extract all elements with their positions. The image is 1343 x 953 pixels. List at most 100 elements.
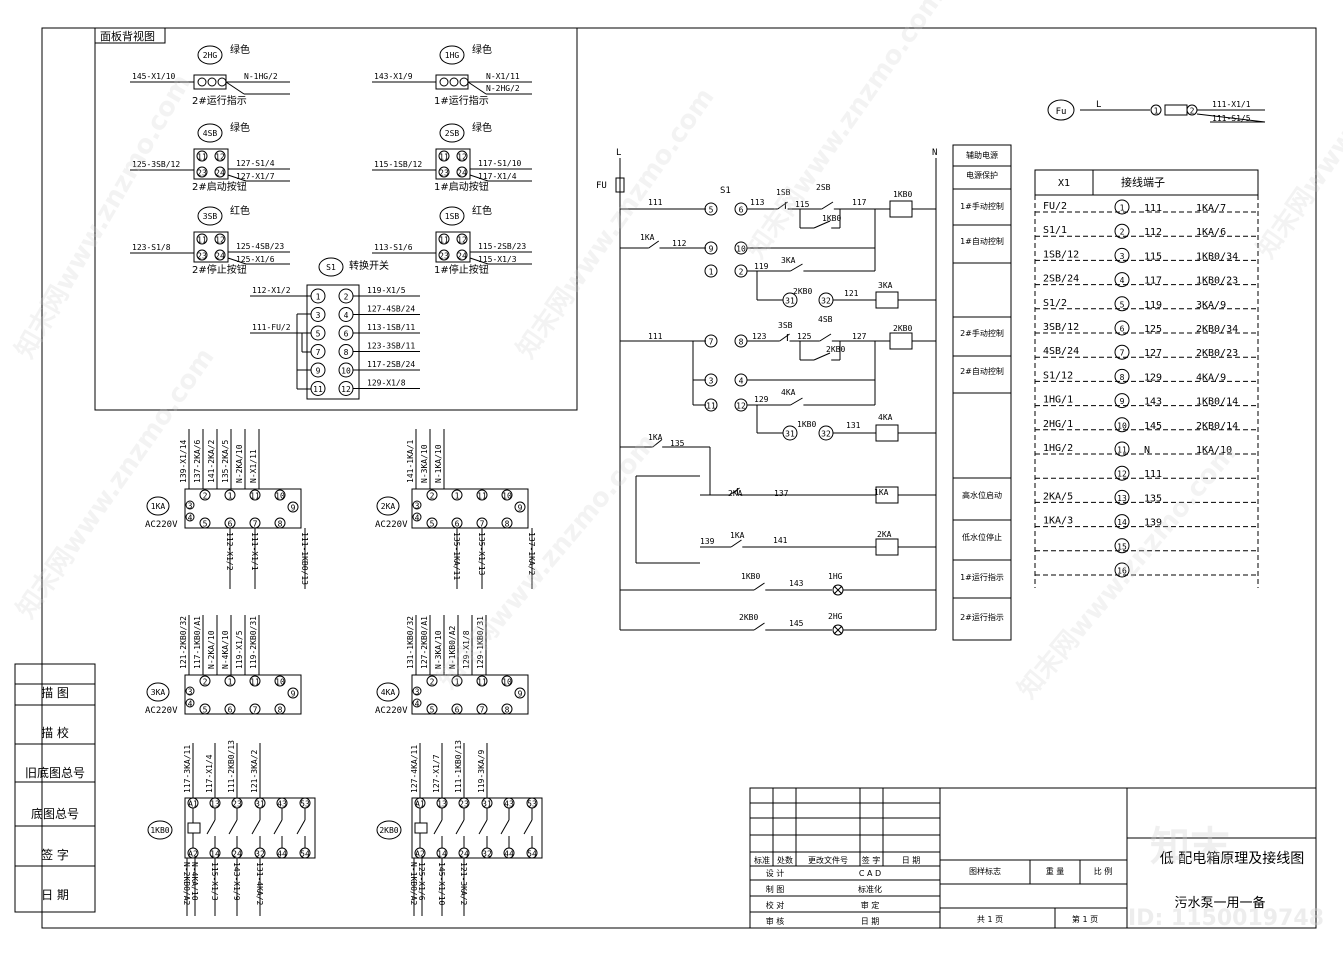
- wire-label: 119-2KB0/31: [249, 616, 258, 669]
- lamp-terminal: [217, 77, 227, 87]
- wire-label: 123-S1/8: [132, 243, 171, 252]
- terminal-number: 8: [278, 706, 283, 715]
- wire-label: N-1KB0/A2: [409, 862, 418, 906]
- terminal-circle: [412, 698, 422, 708]
- terminal-number: 4: [415, 700, 420, 709]
- wire-label: 127-X1/7: [432, 754, 441, 793]
- terminal-circle: [704, 398, 718, 412]
- terminal-number: A1: [188, 800, 198, 809]
- terminal-number: 8: [278, 520, 283, 529]
- wire-label: 135-2KA/5: [221, 439, 230, 483]
- terminal-circle: [185, 686, 195, 696]
- terminal-left: 4SB/24: [1043, 346, 1079, 357]
- wire-label: 111-FU/2: [252, 323, 291, 332]
- panel-title: 面板背视图: [100, 29, 155, 43]
- wire-label: 137-1KA/2: [527, 532, 536, 576]
- wire-label: 135-1KA/11: [452, 532, 461, 580]
- contact-blade: [296, 819, 306, 835]
- device-label: 4KA: [781, 388, 796, 397]
- terminal-number: 8: [344, 348, 349, 357]
- button-caption: 2#启动按钮: [192, 180, 247, 193]
- terminal-number: 6: [344, 330, 349, 339]
- terminal-number: 31: [482, 800, 492, 809]
- device-label: 2HG: [828, 612, 843, 621]
- relay-symbol: [376, 496, 400, 516]
- device-label: 4KA: [878, 413, 893, 422]
- terminal-number: 5: [430, 520, 435, 529]
- strip-label: 描 校: [41, 725, 69, 740]
- terminal-circle: [287, 501, 299, 513]
- wire-line: [833, 585, 843, 595]
- terminal-number: 5: [203, 520, 208, 529]
- terminal-circle: [426, 675, 438, 687]
- wire-label: 119-X1/5: [367, 286, 406, 295]
- terminal-number: 13: [1117, 494, 1127, 503]
- relay-voltage: AC220V: [375, 706, 408, 716]
- contact-blade: [206, 819, 216, 835]
- wire-number: 111: [648, 332, 663, 341]
- terminal-circle: [456, 249, 468, 261]
- terminal-number: 23: [459, 800, 469, 809]
- terminal-circle: [438, 150, 450, 162]
- wire-number: 125: [797, 332, 812, 341]
- nc-contact: [779, 333, 790, 342]
- terminal-left: S1/2: [1043, 298, 1067, 309]
- device-label: 1KB0: [893, 190, 912, 199]
- contactor-body: [184, 797, 316, 859]
- terminal-right: 1KA/7: [1196, 203, 1226, 214]
- relay-symbol: [146, 682, 170, 702]
- wire-label: 117-X1/4: [205, 754, 214, 793]
- watermark-text: 知末网www.znzmo.com: [1251, 0, 1343, 264]
- titleblock-label: 处数: [777, 855, 793, 865]
- terminal-circle: [199, 675, 211, 687]
- terminal-circle: [1114, 223, 1130, 239]
- terminal-left: 1KA/3: [1043, 516, 1073, 527]
- device-label: 1KA: [640, 233, 655, 242]
- terminal-number: 11: [197, 236, 207, 245]
- function-label: 2#运行指示: [960, 612, 1004, 622]
- terminal-circle: [1150, 104, 1162, 116]
- terminal-number: 9: [518, 504, 523, 513]
- terminal-circle: [782, 425, 798, 441]
- wire-label: N-3KA/10: [420, 444, 429, 483]
- titleblock-label: 日 期: [861, 917, 880, 926]
- wire-line: [1196, 113, 1266, 123]
- wire-label: 121-2KB0/32: [179, 616, 188, 669]
- terminal-circle: [704, 241, 718, 255]
- device-label: 2KB0: [893, 324, 912, 333]
- wire-label: 113-1SB/11: [367, 323, 415, 332]
- fuse-body: [1164, 104, 1188, 116]
- terminal-circle: [199, 703, 211, 715]
- contact-blade: [500, 819, 510, 835]
- terminal-number: 6: [455, 520, 460, 529]
- terminal-number: 12: [341, 385, 351, 394]
- wire-label: 127-2KB0/A1: [420, 616, 429, 669]
- wire-label: 129-X1/8: [462, 630, 471, 669]
- terminal-number: 2: [344, 293, 349, 302]
- wire-label: 137-2KA/6: [193, 439, 202, 483]
- terminal-circle: [1114, 489, 1130, 505]
- watermark-id: ID: 1150019748: [1128, 906, 1324, 931]
- wire-label: 111-X1/1: [1212, 100, 1251, 109]
- wire-label: 121-3KA/2: [250, 749, 259, 793]
- no-contact: [819, 333, 832, 342]
- button-body: [193, 148, 229, 180]
- terminal-wire: 127: [1144, 348, 1162, 359]
- terminal-wire: 117: [1144, 276, 1162, 287]
- terminal-number: 53: [300, 800, 310, 809]
- terminal-number: 2: [203, 678, 208, 687]
- button-symbol: [197, 206, 223, 226]
- wire-line: [469, 257, 489, 265]
- terminal-number: 23: [197, 169, 207, 178]
- lamp-body: [193, 74, 227, 90]
- terminal-circle: [476, 675, 488, 687]
- terminal-right: 1KB0/34: [1196, 251, 1238, 262]
- relay-voltage: AC220V: [145, 706, 178, 716]
- terminal-number: 12: [215, 236, 225, 245]
- terminal-number: 14: [1117, 518, 1127, 527]
- wire-label: 112-X1/2: [252, 286, 291, 295]
- contact-blade: [228, 819, 238, 835]
- terminal-circle: [501, 517, 513, 529]
- terminal-circle: [185, 500, 195, 510]
- terminal-number: 44: [504, 850, 514, 859]
